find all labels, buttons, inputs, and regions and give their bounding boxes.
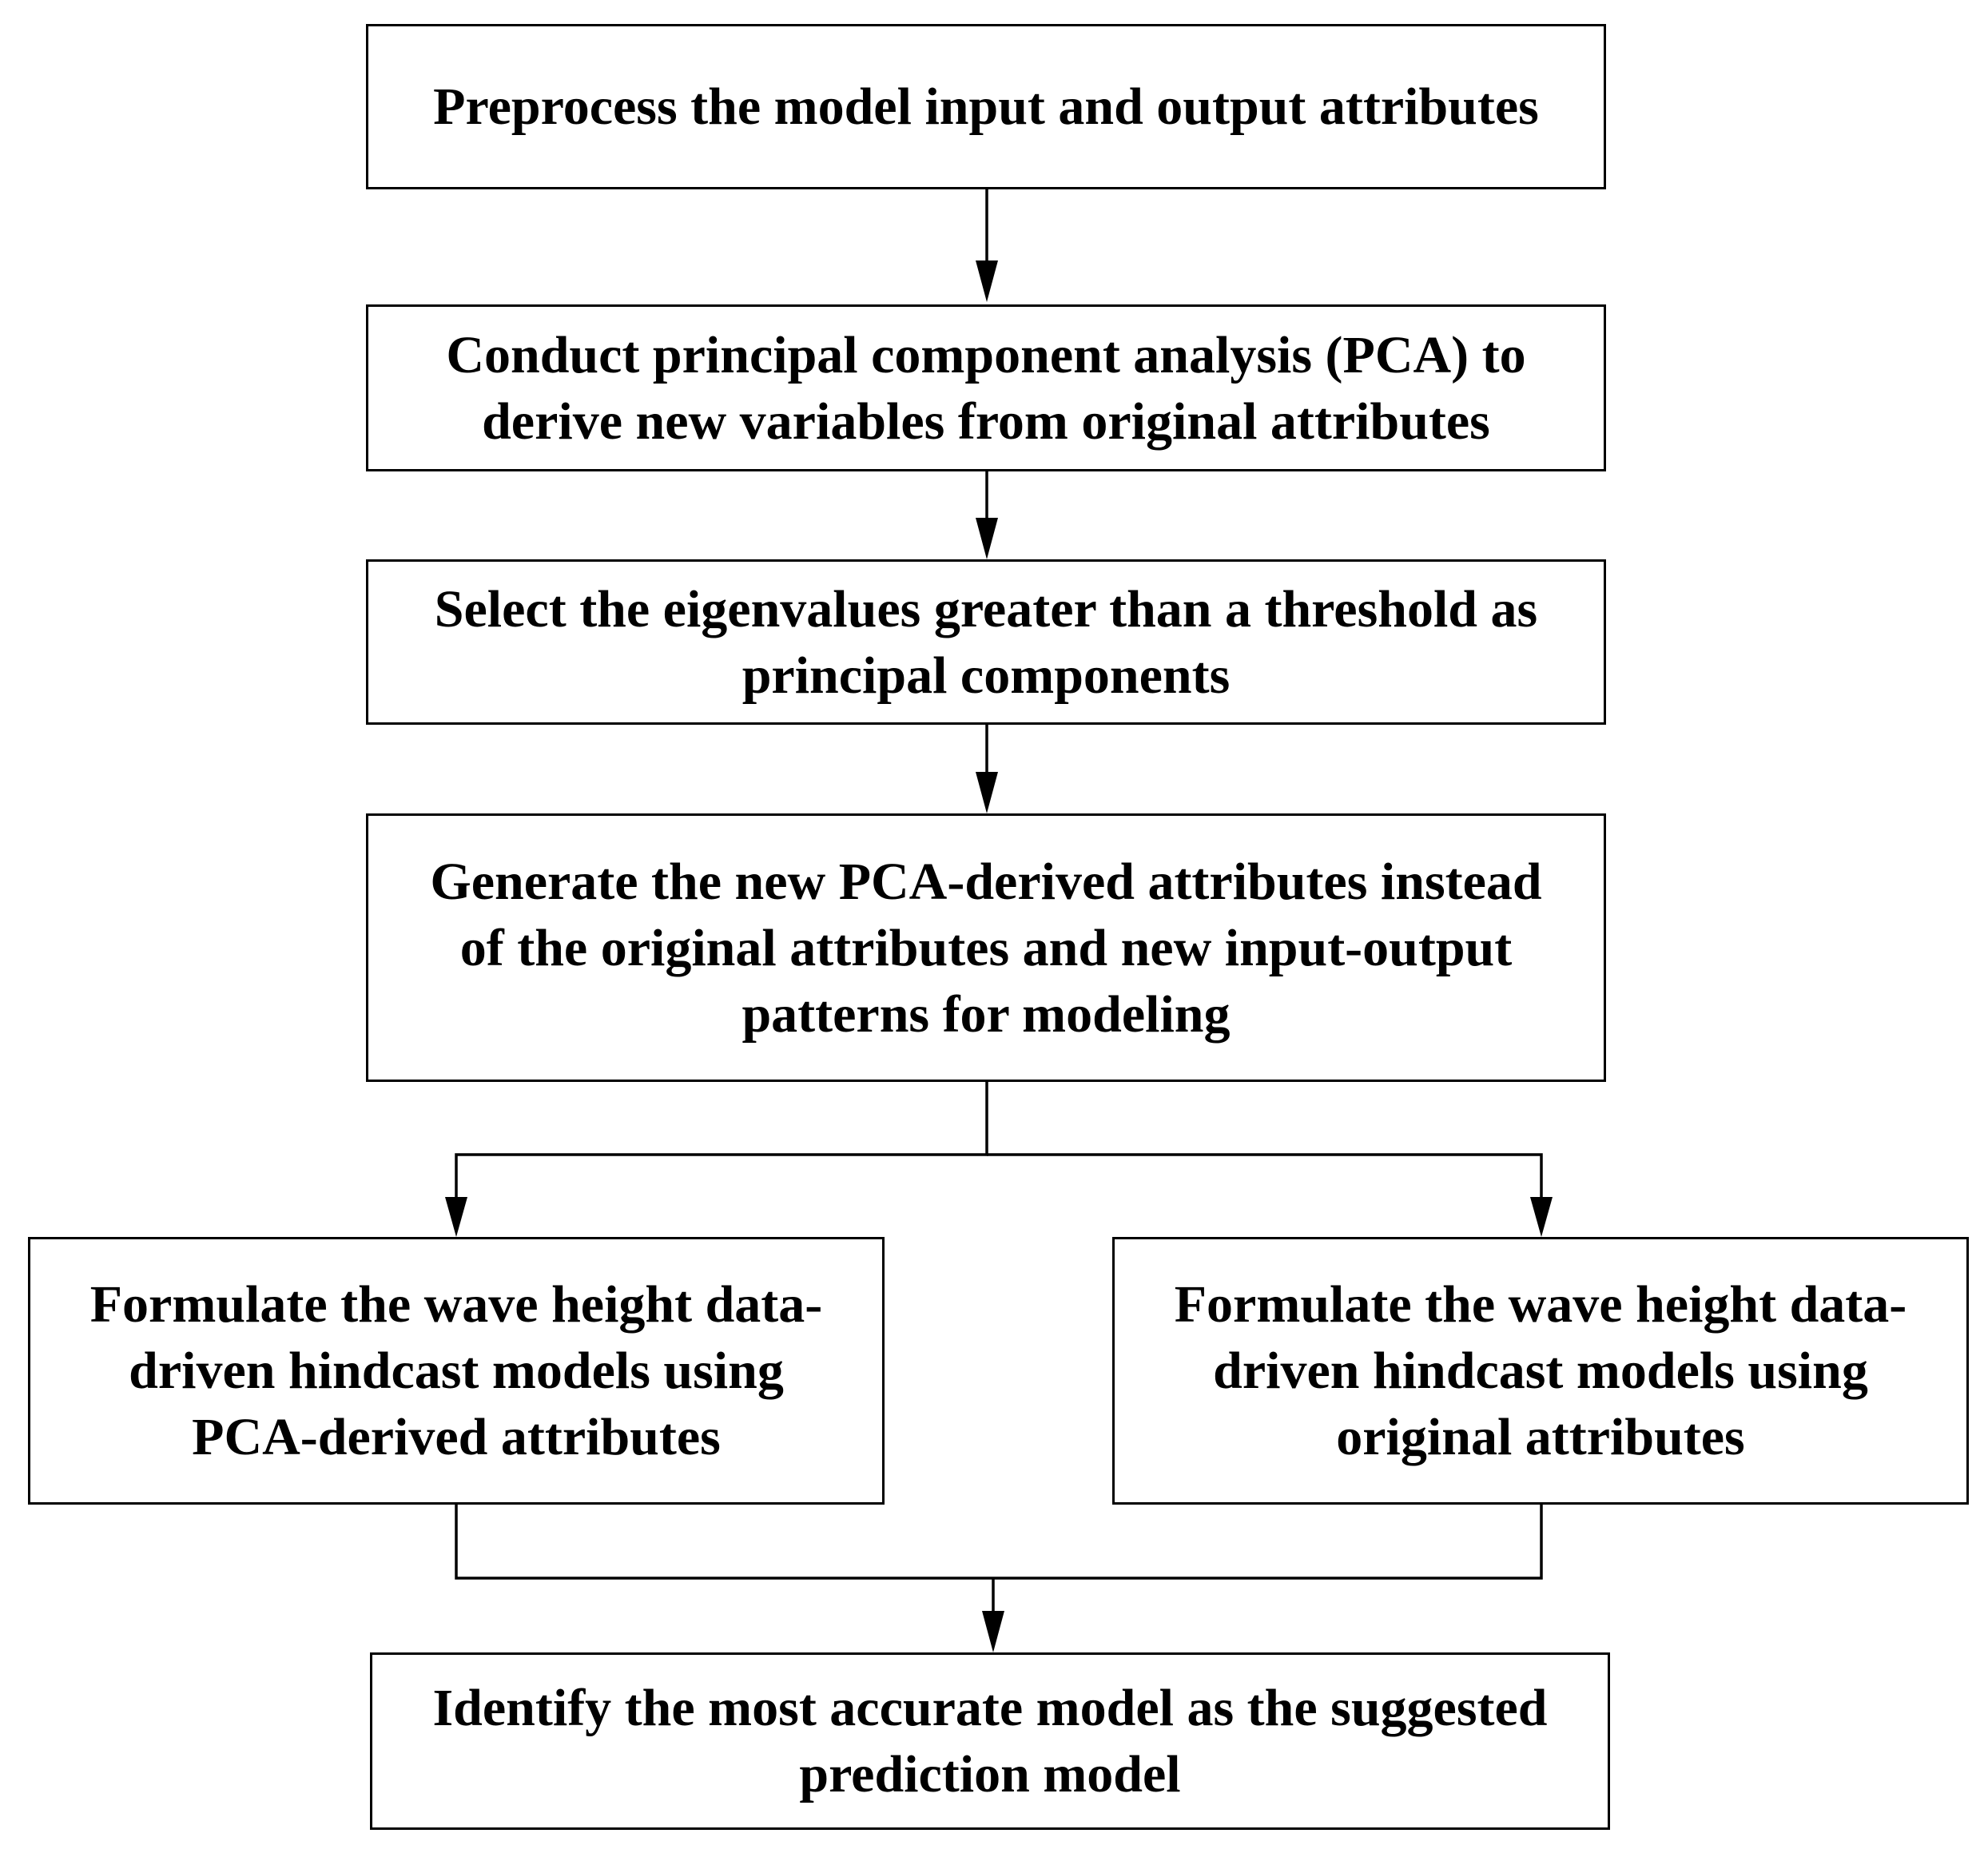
arrowhead-icon — [982, 1611, 1004, 1652]
arrowhead-icon — [976, 772, 998, 813]
arrowhead-icon — [976, 518, 998, 559]
step-identify: Identify the most accurate model as the … — [370, 1652, 1610, 1830]
connector-merge — [455, 1505, 1543, 1580]
step-generate-line-3: patterns for modeling — [742, 984, 1231, 1044]
connector-generate-split — [455, 1082, 988, 1197]
step-generate: Generate the new PCA-derived attributes … — [366, 813, 1606, 1082]
arrowhead-icon — [976, 260, 998, 302]
step-formulate-pca-line-1: Formulate the wave height data- — [89, 1275, 823, 1334]
step-formulate-pca-line-3: PCA-derived attributes — [192, 1408, 721, 1466]
arrowhead-icon — [445, 1197, 467, 1237]
step-identify-line-1: Identify the most accurate model as the … — [432, 1679, 1548, 1737]
step-identify-text: Identify the most accurate model as the … — [433, 1675, 1548, 1807]
step-formulate-original-line-2: driven hindcast models using — [1213, 1342, 1868, 1400]
step-formulate-pca: Formulate the wave height data- driven h… — [28, 1237, 885, 1505]
step-formulate-pca-text: Formulate the wave height data- driven h… — [90, 1271, 823, 1470]
step-generate-line-1: Generate the new PCA-derived attributes … — [430, 852, 1542, 911]
step-pca-line-1: Conduct principal component analysis (PC… — [446, 325, 1526, 384]
step-select-text: Select the eigenvalues greater than a th… — [435, 576, 1537, 709]
step-generate-line-2: of the original attributes and new input… — [459, 918, 1513, 977]
arrowhead-icon — [1530, 1197, 1553, 1237]
step-formulate-original-line-1: Formulate the wave height data- — [1174, 1275, 1907, 1334]
step-generate-text: Generate the new PCA-derived attributes … — [430, 849, 1541, 1048]
step-formulate-pca-line-2: driven hindcast models using — [129, 1342, 784, 1400]
step-select: Select the eigenvalues greater than a th… — [366, 559, 1606, 725]
step-formulate-original: Formulate the wave height data- driven h… — [1112, 1237, 1969, 1505]
step-formulate-original-text: Formulate the wave height data- driven h… — [1175, 1271, 1907, 1470]
step-preprocess-line-1: Preprocess the model input and output at… — [433, 78, 1539, 136]
step-formulate-original-line-3: original attributes — [1336, 1408, 1745, 1466]
step-select-line-2: principal components — [742, 646, 1231, 705]
connector-generate-split-right — [987, 1153, 1543, 1197]
step-pca: Conduct principal component analysis (PC… — [366, 304, 1606, 471]
step-pca-line-2: derive new variables from original attri… — [482, 392, 1490, 451]
step-pca-text: Conduct principal component analysis (PC… — [446, 322, 1525, 455]
step-preprocess: Preprocess the model input and output at… — [366, 24, 1606, 189]
step-identify-line-2: prediction model — [799, 1745, 1181, 1803]
step-select-line-1: Select the eigenvalues greater than a th… — [434, 579, 1538, 638]
step-preprocess-text: Preprocess the model input and output at… — [433, 74, 1539, 140]
